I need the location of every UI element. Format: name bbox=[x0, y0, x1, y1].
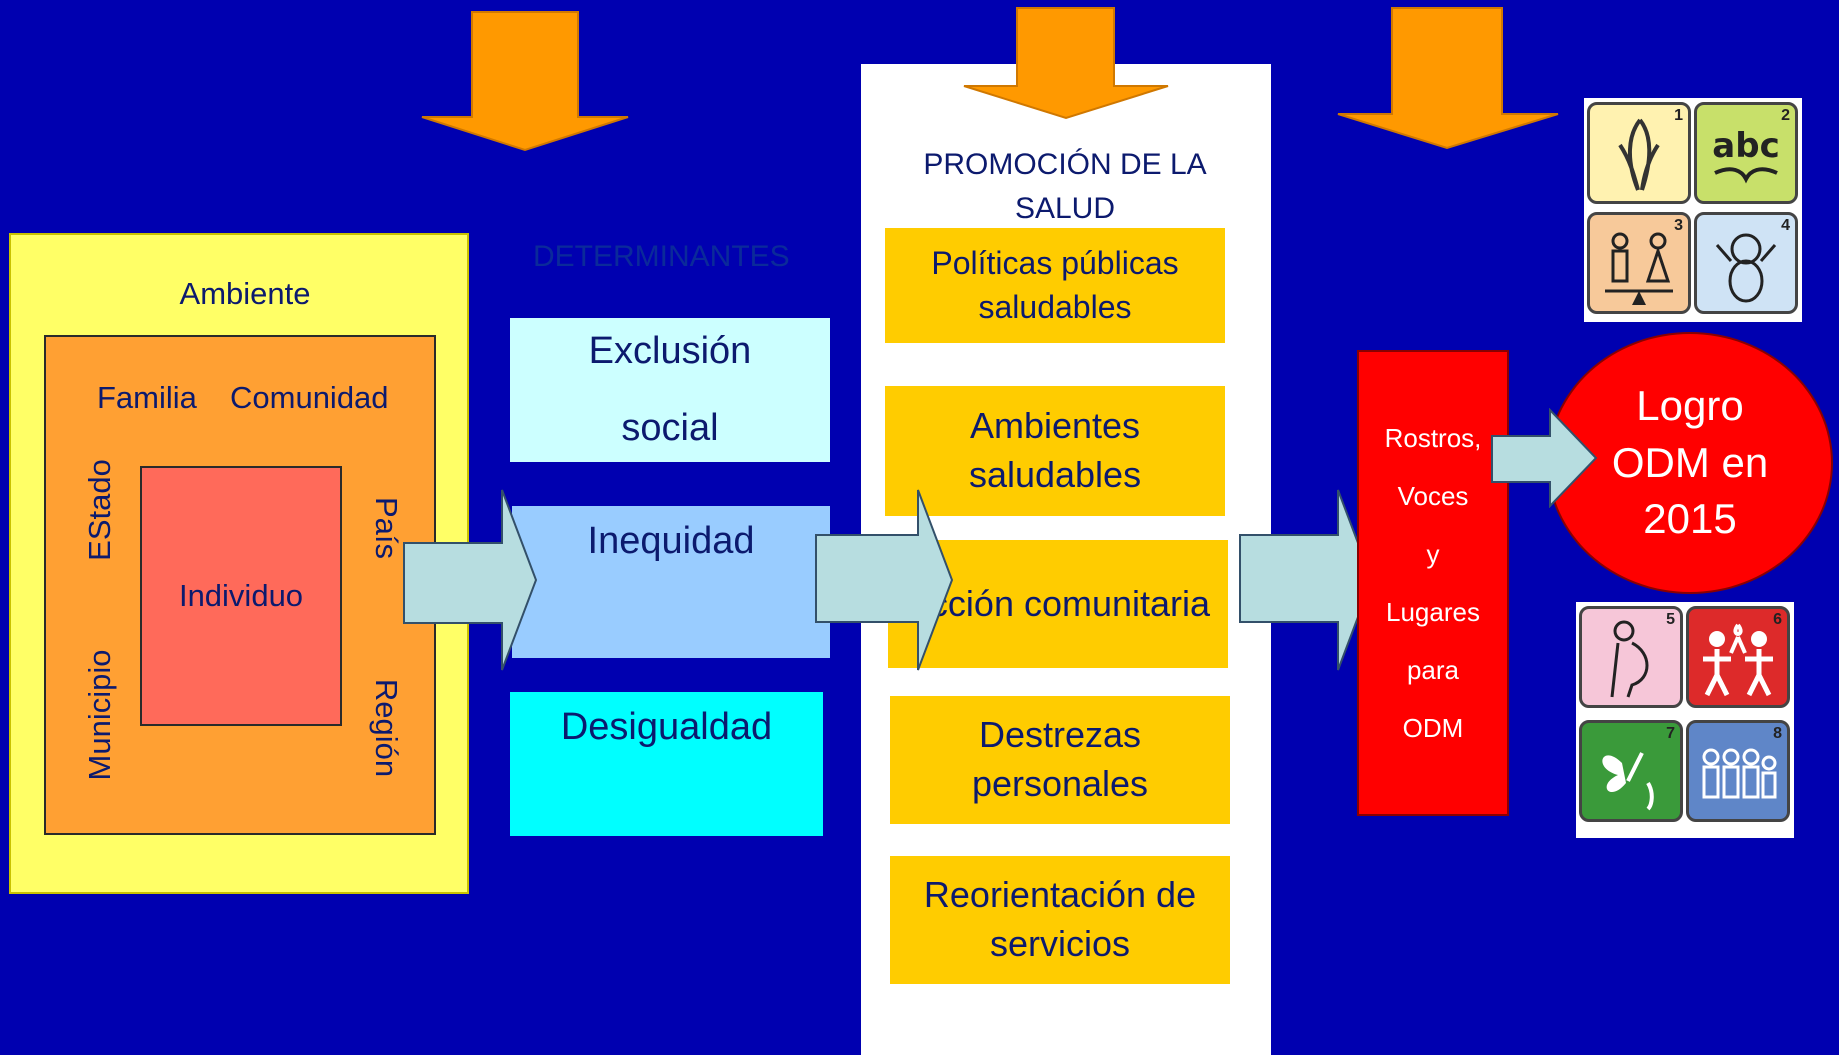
inequidad-label: Inequidad bbox=[587, 520, 755, 562]
individuo-box: Individuo bbox=[140, 466, 342, 726]
individuo-label: Individuo bbox=[178, 578, 304, 613]
desigualdad-label: Desigualdad bbox=[560, 706, 773, 748]
exclusion-line1: Exclusión bbox=[588, 330, 752, 372]
municipio-label: Municipio bbox=[82, 649, 117, 781]
rostros-line1: Rostros, bbox=[1384, 423, 1482, 453]
svg-text:abc: abc bbox=[1712, 126, 1779, 166]
pregnant-woman-icon: 5 bbox=[1579, 606, 1683, 708]
determinantes-title: DETERMINANTES bbox=[533, 240, 790, 273]
promo-destrezas-box: Destrezas personales bbox=[890, 696, 1230, 824]
flow-arrow-1 bbox=[403, 489, 538, 671]
logro-line1: Logro bbox=[1636, 381, 1744, 429]
familia-label: Familia bbox=[97, 380, 197, 415]
rostros-line5: para bbox=[1406, 655, 1460, 685]
rostros-line4: Lugares bbox=[1386, 597, 1480, 627]
pais-label: País bbox=[369, 496, 404, 560]
promo-ambientes-box: Ambientes saludables bbox=[885, 386, 1225, 516]
inequidad-box: Inequidad bbox=[512, 506, 830, 658]
flow-arrow-2 bbox=[815, 489, 954, 671]
corn-icon: 1 bbox=[1587, 102, 1691, 204]
gender-balance-icon: 3 bbox=[1587, 212, 1691, 314]
abc-book-icon: 2 abc bbox=[1694, 102, 1798, 204]
ribbon-people-icon: 6 bbox=[1686, 606, 1790, 708]
comunidad-label: Comunidad bbox=[230, 380, 389, 415]
exclusion-line2: social bbox=[621, 407, 719, 449]
rostros-line3: y bbox=[1426, 539, 1440, 569]
people-group-icon: 8 bbox=[1686, 720, 1790, 822]
baby-icon: 4 bbox=[1694, 212, 1798, 314]
orange-down-arrow-3 bbox=[1337, 7, 1559, 150]
odm-icons-bottom: 5 6 7 8 bbox=[1576, 602, 1794, 838]
logro-line2: ODM en bbox=[1611, 438, 1769, 486]
region-label: Región bbox=[369, 678, 404, 778]
logro-odm-ellipse: Logro ODM en 2015 bbox=[1547, 332, 1833, 594]
promocion-title: PROMOCIÓN DE LA SALUD bbox=[923, 148, 1207, 225]
desigualdad-box: Desigualdad bbox=[510, 692, 823, 836]
flow-arrow-3 bbox=[1239, 489, 1374, 671]
exclusion-social-box: Exclusión social bbox=[510, 318, 830, 462]
estado-label: EStado bbox=[82, 459, 117, 561]
rostros-box: Rostros, Voces y Lugares para ODM bbox=[1357, 350, 1509, 816]
orange-down-arrow-1 bbox=[421, 11, 629, 152]
rostros-line2: Voces bbox=[1397, 481, 1469, 511]
promo-politicas-box: Políticas públicas saludables bbox=[885, 228, 1225, 343]
orange-down-arrow-center bbox=[963, 7, 1169, 120]
rostros-line6: ODM bbox=[1402, 713, 1464, 743]
odm-icons-top: 1 2 abc 3 4 bbox=[1584, 98, 1802, 322]
flow-arrow-4 bbox=[1491, 408, 1598, 508]
ambiente-label: Ambiente bbox=[179, 276, 311, 311]
promo-reorientacion-box: Reorientación de servicios bbox=[890, 856, 1230, 984]
logro-line3: 2015 bbox=[1643, 495, 1737, 543]
butterfly-plant-icon: 7 bbox=[1579, 720, 1683, 822]
